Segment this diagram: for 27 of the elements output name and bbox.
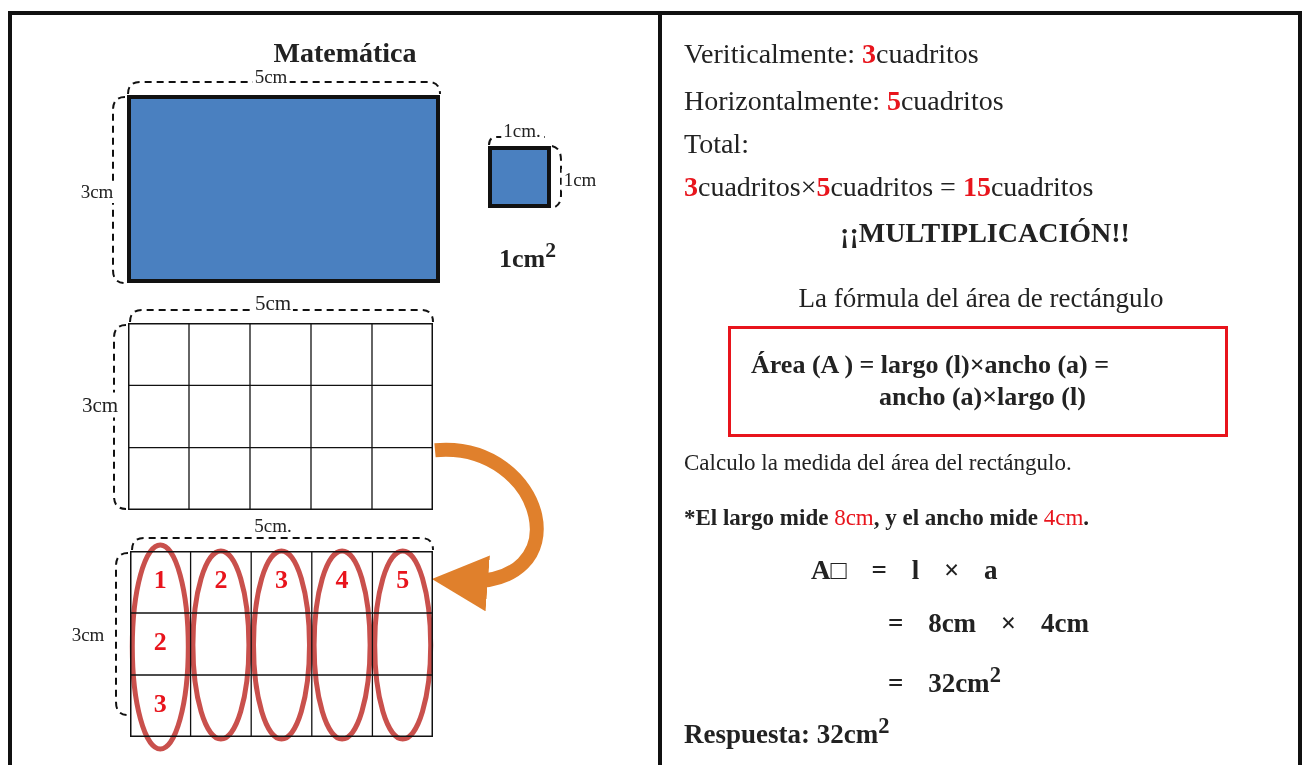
curved-arrow — [431, 443, 544, 609]
problem-statement: *El largo mide 8cm, y el ancho mide 4cm. — [684, 505, 1090, 531]
square-grid — [128, 323, 433, 510]
formula-heading: La fórmula del área de rectángulo — [797, 283, 1165, 314]
equation-line: A□ = l × a — [811, 555, 998, 586]
unit-square — [488, 146, 551, 208]
area-label: 1cm$^{2}$ — [499, 238, 556, 274]
cell-number: 4 — [335, 565, 349, 595]
text-line: Horizontalmente: 5cuadritos — [684, 85, 1004, 117]
text-line: Total: — [684, 128, 749, 160]
text-line: 3cuadritos×5cuadritos = 15cuadritos — [684, 171, 1094, 203]
cell-number: 3 — [153, 689, 167, 719]
cell-number: 1 — [153, 565, 167, 595]
square-grid — [130, 551, 433, 737]
cell-number: 2 — [153, 627, 167, 657]
instruction-text: Calculo la medida del área del rectángulo. — [684, 450, 1072, 476]
cell-number: 3 — [275, 565, 288, 595]
cell-number: 5 — [396, 565, 410, 595]
exclamation-heading: ¡¡MULTIPLICACIÓN!! — [840, 217, 1130, 249]
text-line: Veriticalmente: 3cuadritos — [684, 38, 979, 70]
equation-line: = 32cm$^{2}$ — [888, 662, 1001, 699]
formula-text: Área (A ) = largo (l)×ancho (a) = ancho (a)×largo (l) — [751, 349, 1111, 413]
rectangle-shape — [127, 95, 440, 283]
equation-line: = 8cm × 4cm — [888, 608, 1089, 639]
title: Matemática — [273, 37, 417, 69]
cell-number: 2 — [214, 565, 228, 595]
answer-text: Respuesta: 32cm$^{2}$ — [684, 713, 890, 750]
